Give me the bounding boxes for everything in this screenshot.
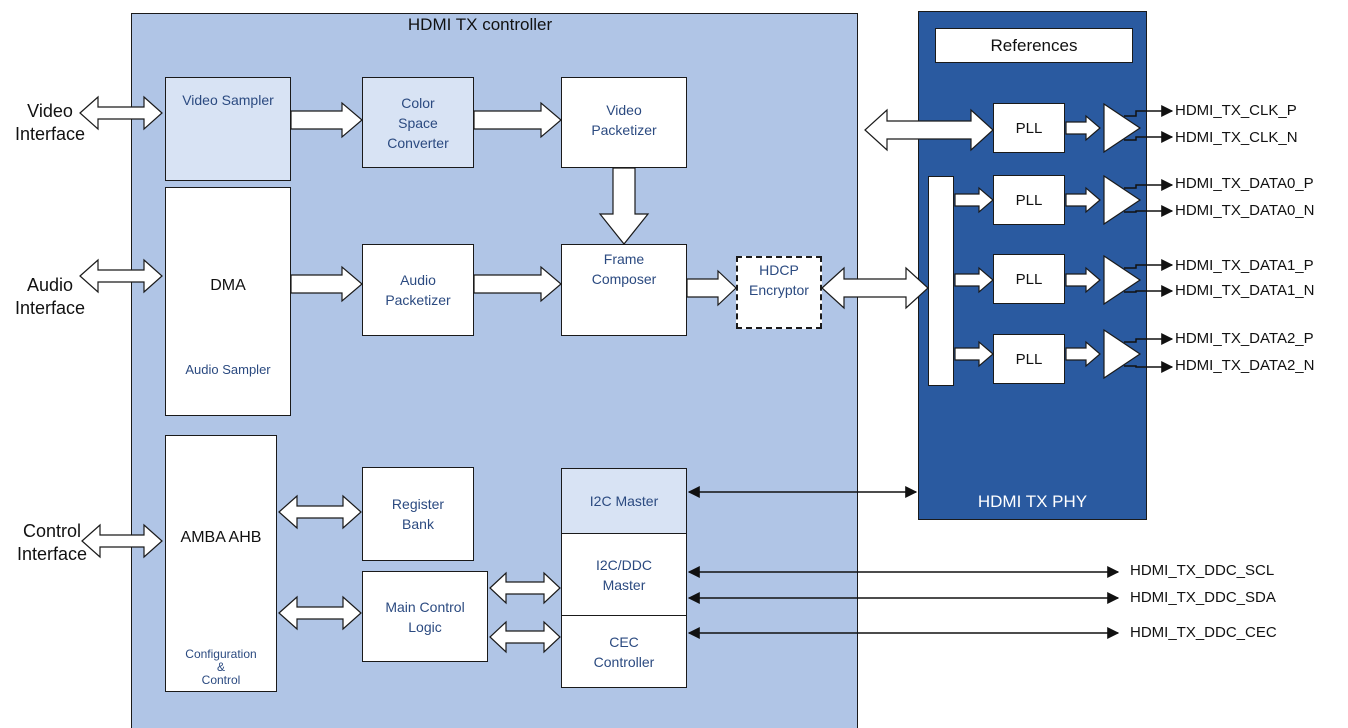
amba-to-main-control-arrow bbox=[278, 595, 362, 631]
output-n-line-3 bbox=[1124, 361, 1174, 373]
phy-data-bus bbox=[928, 176, 954, 386]
color-space-converter-label: Color Space Converter bbox=[387, 94, 449, 151]
output-n-line-2 bbox=[1124, 285, 1174, 297]
controller-title: HDMI TX controller bbox=[407, 15, 553, 34]
output-buffer-3 bbox=[1103, 328, 1142, 380]
i2c-master-label: I2C Master bbox=[589, 493, 659, 509]
amba-to-register-bank-arrow bbox=[278, 494, 362, 530]
signal-clk-n: HDMI_TX_CLK_N bbox=[1175, 129, 1298, 146]
output-p-line-2 bbox=[1124, 259, 1174, 271]
hdcp-encryptor-label: HDCP Encryptor bbox=[749, 262, 809, 298]
audio-packetizer-label: Audio Packetizer bbox=[385, 272, 451, 308]
amba-ahb-label: AMBA AHB bbox=[180, 529, 262, 546]
pll-data2: PLL bbox=[993, 334, 1065, 384]
frame-composer-to-hdcp-arrow bbox=[686, 269, 737, 307]
pll-data1: PLL bbox=[993, 254, 1065, 304]
pll-to-buffer-arrow-3 bbox=[1065, 340, 1101, 368]
register-bank-label: Register Bank bbox=[391, 496, 445, 532]
references-box: References bbox=[935, 28, 1133, 63]
signal-data0-p: HDMI_TX_DATA0_P bbox=[1175, 175, 1314, 192]
main-control-logic-label: Main Control Logic bbox=[385, 598, 465, 635]
control-interface-arrow bbox=[81, 523, 163, 559]
audio-interface-arrow bbox=[79, 258, 163, 294]
color-space-converter-block: Color Space Converter bbox=[362, 77, 474, 168]
audio-sampler-label: Audio Sampler bbox=[185, 362, 271, 377]
main-control-logic-block: Main Control Logic bbox=[362, 571, 488, 662]
main-control-to-cec-arrow bbox=[489, 620, 561, 654]
amba-ahb-block: AMBA AHB Configuration & Control bbox=[165, 435, 277, 692]
video-interface-arrow bbox=[79, 95, 163, 131]
video-sampler-to-csc-arrow bbox=[290, 101, 363, 139]
output-buffer-2 bbox=[1103, 254, 1142, 306]
signal-data2-p: HDMI_TX_DATA2_P bbox=[1175, 330, 1314, 347]
main-control-to-i2c-ddc-arrow bbox=[489, 571, 561, 605]
cec-controller-block: CEC Controller bbox=[561, 615, 687, 688]
pll-to-buffer-arrow-0 bbox=[1065, 114, 1101, 142]
signal-data0-n: HDMI_TX_DATA0_N bbox=[1175, 202, 1315, 219]
i2c-master-block: I2C Master bbox=[561, 468, 687, 534]
output-p-line-1 bbox=[1124, 179, 1174, 191]
bus-to-pll-data1-arrow bbox=[954, 266, 994, 294]
controller-to-clk-pll-arrow bbox=[864, 108, 994, 152]
signal-clk-p: HDMI_TX_CLK_P bbox=[1175, 102, 1297, 119]
dma-label: DMA bbox=[210, 277, 246, 294]
cec-controller-label: CEC Controller bbox=[593, 633, 655, 670]
audio-packetizer-to-frame-composer-arrow bbox=[473, 265, 562, 303]
hdcp-to-phy-arrow bbox=[821, 266, 929, 310]
register-bank-block: Register Bank bbox=[362, 467, 474, 561]
pll-clk: PLL bbox=[993, 103, 1065, 153]
pll-data0: PLL bbox=[993, 175, 1065, 225]
signal-data1-n: HDMI_TX_DATA1_N bbox=[1175, 282, 1315, 299]
output-buffer-0 bbox=[1103, 102, 1142, 154]
bus-to-pll-data0-arrow bbox=[954, 186, 994, 214]
phy-title: HDMI TX PHY bbox=[977, 492, 1088, 511]
i2c-ddc-master-block: I2C/DDC Master bbox=[561, 533, 687, 616]
pll-to-buffer-arrow-1 bbox=[1065, 186, 1101, 214]
output-p-line-0 bbox=[1124, 105, 1174, 117]
signal-data1-p: HDMI_TX_DATA1_P bbox=[1175, 257, 1314, 274]
video-packetizer-to-frame-composer-arrow bbox=[598, 167, 650, 245]
frame-composer-block: Frame Composer bbox=[561, 244, 687, 336]
pll-to-buffer-arrow-2 bbox=[1065, 266, 1101, 294]
csc-to-video-packetizer-arrow bbox=[473, 101, 562, 139]
dma-to-audio-packetizer-arrow bbox=[290, 265, 363, 303]
bus-to-pll-data2-arrow bbox=[954, 340, 994, 368]
output-n-line-1 bbox=[1124, 205, 1174, 217]
dma-block: DMA Audio Sampler bbox=[165, 187, 291, 416]
hdcp-encryptor-block: HDCP Encryptor bbox=[736, 256, 822, 329]
i2c-ddc-master-label: I2C/DDC Master bbox=[595, 556, 652, 593]
output-p-line-3 bbox=[1124, 333, 1174, 345]
video-packetizer-label: Video Packetizer bbox=[591, 102, 657, 138]
video-interface-label: Video Interface bbox=[14, 101, 86, 144]
output-n-line-0 bbox=[1124, 131, 1174, 143]
configuration-control-label: Configuration & Control bbox=[185, 647, 257, 687]
signal-ddc-scl: HDMI_TX_DDC_SCL bbox=[1130, 562, 1275, 579]
output-buffer-1 bbox=[1103, 174, 1142, 226]
audio-interface-label: Audio Interface bbox=[14, 275, 86, 318]
video-packetizer-block: Video Packetizer bbox=[561, 77, 687, 168]
frame-composer-label: Frame Composer bbox=[591, 251, 657, 287]
signal-data2-n: HDMI_TX_DATA2_N bbox=[1175, 357, 1315, 374]
signal-ddc-sda: HDMI_TX_DDC_SDA bbox=[1130, 589, 1276, 606]
signal-ddc-cec: HDMI_TX_DDC_CEC bbox=[1130, 624, 1277, 641]
video-sampler-label: Video Sampler bbox=[182, 92, 274, 108]
control-interface-label: Control Interface bbox=[16, 521, 88, 564]
